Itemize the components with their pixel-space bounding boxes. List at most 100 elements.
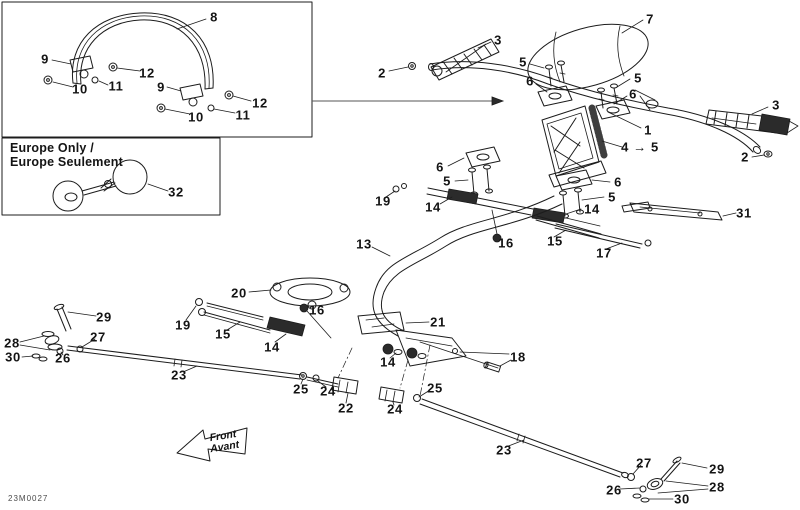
callout-23: 23 [171, 367, 187, 383]
callout-6: 6 [614, 174, 622, 190]
callout-13: 13 [356, 236, 372, 252]
callout-3: 3 [494, 32, 502, 48]
callout-23: 23 [496, 442, 512, 458]
europe-inset-box [1, 137, 221, 216]
grab-handle-hoop [71, 12, 214, 90]
callout-25: 25 [427, 380, 443, 396]
bearing-flange-20 [269, 277, 351, 310]
callout-30: 30 [674, 491, 690, 507]
tie-rod-23-left [66, 345, 303, 380]
screws-5-top-right [597, 83, 619, 109]
callout-5: 5 [608, 189, 616, 205]
clamp-6-top-right [595, 99, 631, 120]
callout-5: 5 [443, 173, 451, 189]
callout-8: 8 [210, 9, 218, 25]
callout-15: 15 [547, 233, 563, 249]
callout-31: 31 [736, 205, 752, 221]
callout-7: 7 [646, 11, 654, 27]
callout-14: 14 [380, 354, 396, 370]
column-leader-lines [185, 157, 737, 343]
nut-16-lower [299, 303, 309, 313]
callout-26: 26 [55, 350, 71, 366]
grip-pad-left [430, 38, 500, 81]
lower-clamp-left [465, 146, 501, 197]
callout-27: 27 [90, 329, 106, 345]
callout-14: 14 [264, 339, 280, 355]
ball-joint-right [627, 456, 682, 503]
callout-2: 2 [378, 65, 386, 81]
callout-3: 3 [772, 97, 780, 113]
callout-20: 20 [231, 285, 247, 301]
callout-27: 27 [636, 455, 652, 471]
callout-30: 30 [5, 349, 21, 365]
callout-1: 1 [644, 122, 652, 138]
callout-4→5: 4 → 5 [621, 139, 659, 155]
callout-32: 32 [168, 184, 184, 200]
handlebar-tube [428, 61, 762, 154]
pointer-arrow [312, 96, 505, 106]
shaft-clamp-14-left [446, 188, 479, 205]
washer-2-right [763, 150, 773, 158]
europe-title-line1: Europe Only / [10, 141, 94, 155]
callout-9: 9 [157, 79, 165, 95]
callout-18: 18 [510, 349, 526, 365]
screws-5-top-left [545, 60, 566, 87]
inset1-leader-lines [51, 18, 252, 115]
callout-5: 5 [519, 54, 527, 70]
callout-17: 17 [596, 245, 612, 261]
callout-25: 25 [293, 381, 309, 397]
callout-24: 24 [320, 383, 336, 399]
europe-inset-title: Europe Only / Europe Seulement [10, 141, 123, 169]
callout-29: 29 [709, 461, 725, 477]
callout-15: 15 [215, 326, 231, 342]
screws-19-upper [392, 183, 407, 193]
upper-steering-shaft [426, 187, 601, 227]
callout-24: 24 [387, 401, 403, 417]
drag-link-adjuster [299, 344, 431, 404]
handlebar-assembly [388, 19, 799, 188]
callout-9: 9 [41, 51, 49, 67]
hoop-mount-right [156, 83, 234, 113]
callout-2: 2 [741, 149, 749, 165]
callout-6: 6 [436, 159, 444, 175]
hoop-mount-left [43, 55, 118, 85]
callout-10: 10 [72, 81, 88, 97]
callout-6: 6 [526, 73, 534, 89]
inset-grab-handle-box [1, 1, 313, 138]
horn-part [52, 159, 148, 212]
europe-title-line2: Europe Seulement [10, 155, 123, 169]
bracket-21 [357, 311, 405, 335]
lower-leader-lines [19, 311, 709, 500]
hardware-18 [419, 341, 502, 373]
callout-12: 12 [139, 65, 155, 81]
tie-rod-23-right [419, 398, 629, 479]
support-bracket-center [382, 329, 467, 367]
callout-14: 14 [425, 199, 441, 215]
lower-steering-assembly [19, 303, 709, 503]
callout-19: 19 [175, 317, 191, 333]
callout-26: 26 [606, 482, 622, 498]
bracket-31 [621, 201, 723, 221]
clamp-6-top-left [537, 85, 573, 107]
callout-12: 12 [252, 95, 268, 111]
callout-14: 14 [584, 201, 600, 217]
riser-block [541, 104, 608, 188]
callout-28: 28 [709, 479, 725, 495]
grip-pad-right [705, 109, 799, 136]
handlebar-leader-lines [388, 19, 769, 158]
document-code: 23M0027 [8, 494, 49, 503]
adjuster-19-15-14 [195, 298, 306, 337]
washer-2-left [408, 62, 416, 70]
callout-10: 10 [188, 109, 204, 125]
ball-joint-left [31, 303, 84, 362]
callout-28: 28 [4, 335, 20, 351]
callout-6: 6 [629, 86, 637, 102]
callout-11: 11 [235, 107, 251, 123]
callout-22: 22 [338, 400, 354, 416]
handlebar-pad-7 [527, 23, 659, 111]
steering-column-tube-13 [372, 195, 563, 337]
callout-11: 11 [108, 78, 124, 94]
leader-32 [147, 183, 169, 192]
